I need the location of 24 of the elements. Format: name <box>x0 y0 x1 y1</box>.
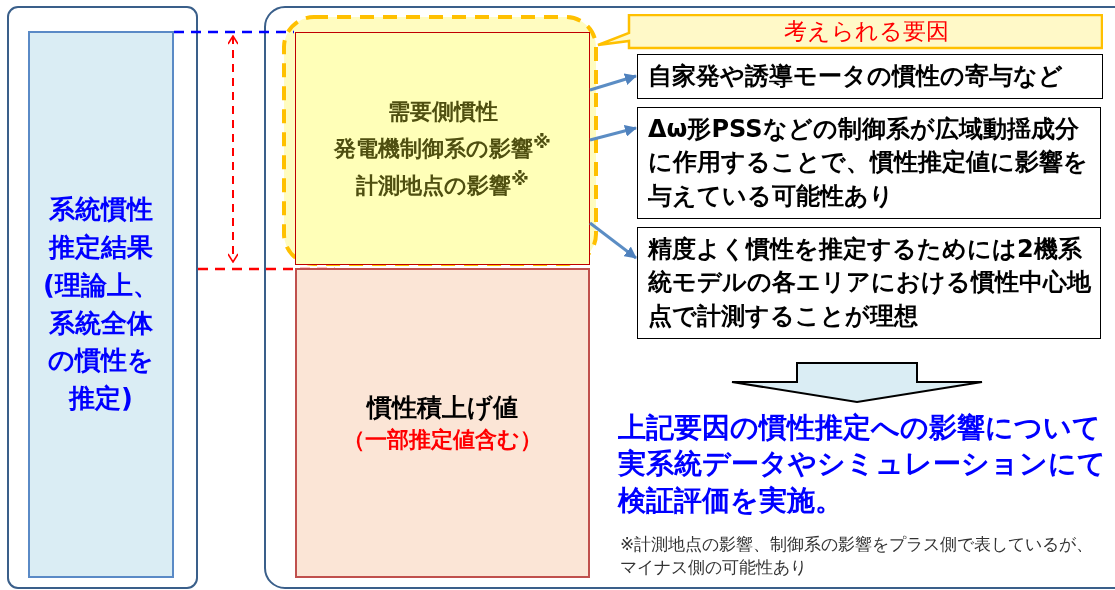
arrow <box>589 73 637 92</box>
footnote: ※計測地点の影響、制御系の影響をプラス側で表しているが、マイナス側の可能性あり <box>620 533 1095 579</box>
arrow <box>589 124 637 142</box>
box-label: 計測地点の影響$^{※}$ <box>356 167 529 201</box>
box-label: Δω形PSSなどの制御系が広域動揺成分に作用することで、慣性推定値に影響を与えている可能性あり <box>648 113 1089 212</box>
cause-box <box>637 107 1101 219</box>
box-label: （一部推定値含む） <box>343 426 542 455</box>
arrow <box>589 221 637 260</box>
sum-box <box>295 268 590 578</box>
box-label: 発電機制御系の影響$^{※}$ <box>334 129 551 163</box>
cause-box <box>637 227 1101 339</box>
box-label: 精度よく慣性を推定するためには2機系統モデルの各エリアにおける慣性中心地点で計測することが理想 <box>648 233 1092 332</box>
block-arrow <box>731 362 983 403</box>
callout-box <box>597 14 1103 49</box>
estimate-box <box>28 31 174 578</box>
connector-line <box>174 30 294 34</box>
box-label: 需要側慣性 <box>387 97 498 126</box>
callout-label: 考えられる要因 <box>782 17 950 46</box>
box-label: 慣性積上げ値 <box>367 392 518 425</box>
conclusion-text: 上記要因の慣性推定への影響について実系統データやシミュレーションにて検証評価を実施。 <box>618 410 1113 515</box>
box-label: 系統慣性推定結果(理論上、系統全体の慣性を推定) <box>42 193 160 415</box>
box-label: 自家発や誘導モータの慣性の寄与など <box>648 60 1063 92</box>
factor-box <box>295 32 590 265</box>
cause-box <box>637 54 1103 99</box>
